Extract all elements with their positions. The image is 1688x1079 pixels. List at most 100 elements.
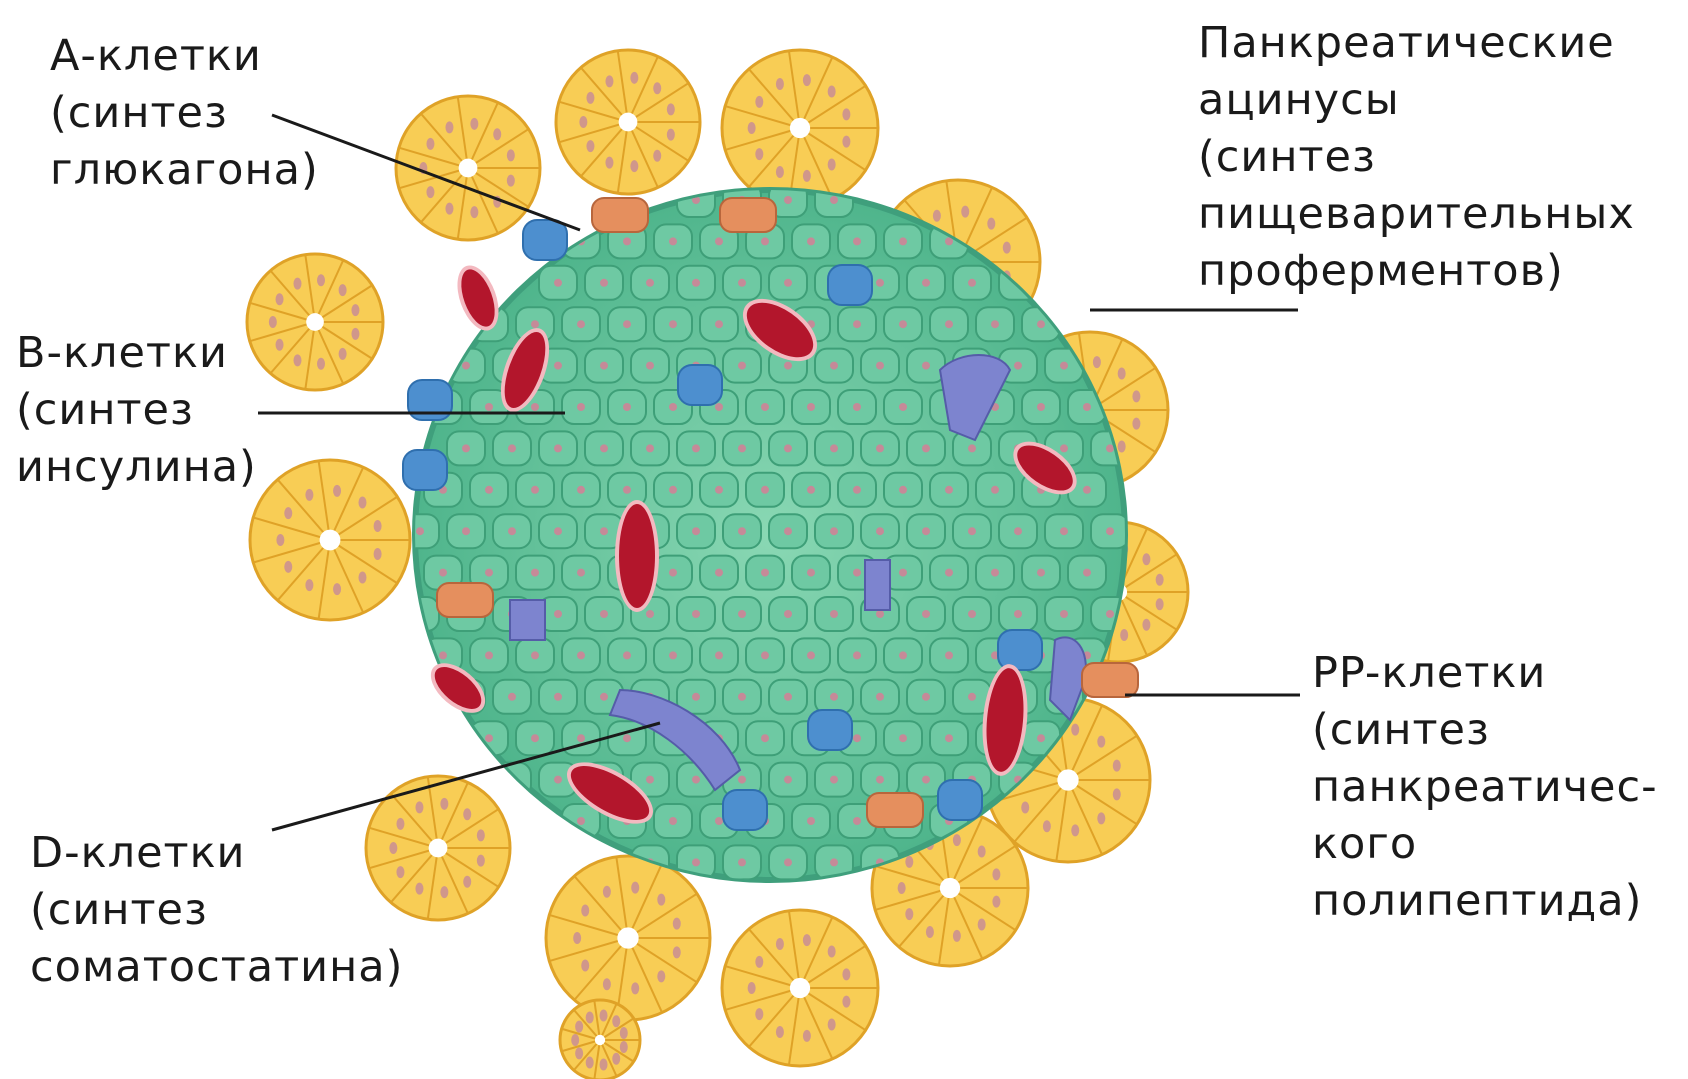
b-cell-nucleus	[899, 403, 907, 411]
b-cell-nucleus	[899, 237, 907, 245]
acinus-cell-nucleus	[333, 583, 341, 595]
acinus-cell-nucleus	[828, 85, 836, 97]
acinus-cell-nucleus	[415, 801, 423, 813]
acinus-cell-nucleus	[631, 882, 639, 894]
acinus-cell-nucleus	[493, 128, 501, 140]
a-cell	[938, 780, 982, 820]
acinus-cell-nucleus	[605, 157, 613, 169]
acinus-cell-nucleus	[926, 926, 934, 938]
b-cell-nucleus	[876, 776, 884, 784]
acinus-cell-nucleus	[1003, 242, 1011, 254]
label-acini-line3: (синтез	[1198, 129, 1635, 186]
label-pp-cells-line5: полипептида)	[1312, 873, 1658, 930]
b-cell-nucleus	[692, 693, 700, 701]
b-cell-nucleus	[623, 486, 631, 494]
b-cell-nucleus	[738, 444, 746, 452]
b-cell-nucleus	[577, 817, 585, 825]
acinus-cell-nucleus	[507, 149, 515, 161]
acinus-cell-nucleus	[358, 571, 366, 583]
a-cell	[678, 365, 722, 405]
acinus-cell-nucleus	[1118, 441, 1126, 453]
b-cell-nucleus	[830, 858, 838, 866]
label-a-cells-line1: А-клетки	[50, 28, 319, 85]
a-cell	[828, 265, 872, 305]
b-cell-nucleus	[1037, 320, 1045, 328]
b-cell-nucleus	[669, 403, 677, 411]
b-cell-nucleus	[531, 651, 539, 659]
b-cell-nucleus	[669, 486, 677, 494]
a-cell	[403, 450, 447, 490]
b-cell-nucleus	[531, 403, 539, 411]
acinus-cell-nucleus	[905, 908, 913, 920]
acinus-cell-nucleus	[803, 934, 811, 946]
d-cell	[510, 600, 545, 640]
acinus-cell-nucleus	[581, 959, 589, 971]
b-cell-nucleus	[899, 734, 907, 742]
acinus-lumen	[306, 313, 324, 331]
acinus	[722, 50, 878, 206]
b-cell-nucleus	[853, 486, 861, 494]
acinus-cell-nucleus	[978, 845, 986, 857]
acinus-cell-nucleus	[776, 78, 784, 90]
acinus-lumen	[790, 118, 810, 138]
b-cell-nucleus	[853, 403, 861, 411]
b-cell-nucleus	[830, 362, 838, 370]
acinus-lumen	[940, 878, 960, 898]
acinus-cell-nucleus	[339, 348, 347, 360]
acinus-cell-nucleus	[992, 896, 1000, 908]
acinus-cell-nucleus	[440, 886, 448, 898]
acinus-cell-nucleus	[1132, 418, 1140, 430]
acinus-cell-nucleus	[600, 1059, 608, 1071]
b-cell-nucleus	[669, 569, 677, 577]
acinus-cell-nucleus	[351, 328, 359, 340]
b-cell-nucleus	[554, 362, 562, 370]
b-cell-nucleus	[577, 651, 585, 659]
acinus-cell-nucleus	[317, 358, 325, 370]
acinus-cell-nucleus	[1093, 356, 1101, 368]
acinus-cell-nucleus	[961, 206, 969, 218]
b-cell-nucleus	[531, 320, 539, 328]
acinus-cell-nucleus	[653, 150, 661, 162]
b-cell-nucleus	[830, 776, 838, 784]
acinus-lumen	[790, 978, 810, 998]
b-cell-nucleus	[623, 403, 631, 411]
b-cell-nucleus	[600, 610, 608, 618]
b-cell-nucleus	[715, 237, 723, 245]
b-cell-nucleus	[853, 237, 861, 245]
acinus-cell-nucleus	[351, 304, 359, 316]
b-cell-nucleus	[715, 403, 723, 411]
b-cell-nucleus	[577, 403, 585, 411]
b-cell-nucleus	[1060, 362, 1068, 370]
acinus-lumen	[459, 159, 478, 178]
b-cell-nucleus	[669, 237, 677, 245]
b-cell-nucleus	[646, 776, 654, 784]
acinus-cell-nucleus	[579, 116, 587, 128]
b-cell-nucleus	[876, 362, 884, 370]
b-cell-nucleus	[738, 610, 746, 618]
acinus	[250, 460, 410, 620]
acinus-cell-nucleus	[1113, 760, 1121, 772]
b-cell-nucleus	[922, 527, 930, 535]
b-cell-nucleus	[485, 486, 493, 494]
b-cell-nucleus	[485, 569, 493, 577]
acinus-cell-nucleus	[603, 978, 611, 990]
acinus-cell-nucleus	[657, 894, 665, 906]
b-cell-nucleus	[554, 279, 562, 287]
b-cell-nucleus	[531, 569, 539, 577]
b-cell-nucleus	[600, 362, 608, 370]
label-pp-cells-line2: (синтез	[1312, 702, 1658, 759]
b-cell-nucleus	[899, 651, 907, 659]
acinus-cell-nucleus	[477, 855, 485, 867]
b-cell-nucleus	[462, 362, 470, 370]
acinus-cell-nucleus	[828, 159, 836, 171]
b-cell-nucleus	[531, 486, 539, 494]
label-pp-cells-line1: PP-клетки	[1312, 645, 1658, 702]
b-cell-nucleus	[715, 817, 723, 825]
acinus-cell-nucleus	[978, 919, 986, 931]
b-cell-nucleus	[554, 693, 562, 701]
b-cell-nucleus	[1037, 569, 1045, 577]
acinus-cell-nucleus	[657, 970, 665, 982]
acinus-cell-nucleus	[631, 982, 639, 994]
b-cell-nucleus	[1106, 527, 1114, 535]
acinus-cell-nucleus	[653, 82, 661, 94]
